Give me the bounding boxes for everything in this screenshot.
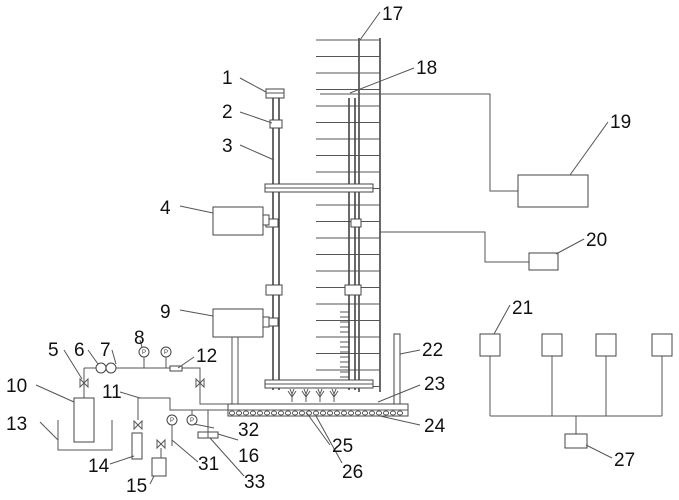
label-13: 13 <box>6 414 27 435</box>
label-17: 17 <box>382 4 403 25</box>
svg-text:P: P <box>190 418 194 424</box>
label-7: 7 <box>100 340 111 361</box>
pump-15 <box>151 457 167 477</box>
controller-box-20 <box>528 252 559 271</box>
side-post <box>393 333 401 405</box>
label-12: 12 <box>196 346 217 367</box>
plants <box>287 388 339 402</box>
label-6: 6 <box>74 340 85 361</box>
label-33: 33 <box>244 472 265 493</box>
node-2 <box>541 333 563 357</box>
label-9: 9 <box>160 302 171 323</box>
svg-text:P: P <box>164 350 168 356</box>
label-8: 8 <box>134 328 145 349</box>
cylinder-14 <box>131 432 143 460</box>
sensor-line-20 <box>380 231 559 271</box>
network <box>479 333 673 449</box>
label-16: 16 <box>238 446 259 467</box>
label-32: 32 <box>238 420 259 441</box>
label-10: 10 <box>6 376 27 397</box>
node-3 <box>595 333 617 357</box>
label-25: 25 <box>332 436 353 457</box>
label-14: 14 <box>88 456 110 477</box>
svg-text:P: P <box>142 350 146 356</box>
number-labels: 1 2 3 4 5 6 7 8 9 10 11 12 13 14 15 16 1… <box>6 4 635 497</box>
label-18: 18 <box>416 58 437 79</box>
label-24: 24 <box>424 416 446 437</box>
label-2: 2 <box>222 102 233 123</box>
label-27: 27 <box>614 450 635 471</box>
recorder-box-19 <box>517 174 589 208</box>
scale-column <box>316 38 381 392</box>
label-22: 22 <box>422 340 443 361</box>
label-5: 5 <box>48 340 59 361</box>
label-15: 15 <box>126 476 147 497</box>
label-26: 26 <box>342 462 363 483</box>
node-1 <box>479 333 501 357</box>
sensor-line-19 <box>320 93 589 208</box>
leader-lines <box>35 11 613 485</box>
label-3: 3 <box>222 136 233 157</box>
bed-cells <box>228 410 404 416</box>
label-23: 23 <box>424 374 445 395</box>
label-1: 1 <box>222 68 233 89</box>
svg-text:P: P <box>170 418 174 424</box>
label-4: 4 <box>160 198 171 219</box>
label-19: 19 <box>610 112 631 133</box>
label-21: 21 <box>512 298 533 319</box>
camera-unit-upper <box>212 206 270 236</box>
clamp-right-mid <box>350 218 362 228</box>
hub-27 <box>564 433 588 449</box>
main-frame <box>264 88 374 390</box>
base-bed <box>227 333 409 417</box>
camera-unit-lower <box>212 308 270 404</box>
node-4 <box>651 333 673 357</box>
label-20: 20 <box>586 230 607 251</box>
clamp-joint-right <box>344 284 362 296</box>
clamp-joint-left <box>265 284 283 296</box>
clamp-upper <box>269 119 283 129</box>
label-11: 11 <box>102 382 122 403</box>
label-31: 31 <box>198 454 219 475</box>
supply-system: P P P P <box>57 346 228 477</box>
scale-ticks <box>316 39 380 388</box>
